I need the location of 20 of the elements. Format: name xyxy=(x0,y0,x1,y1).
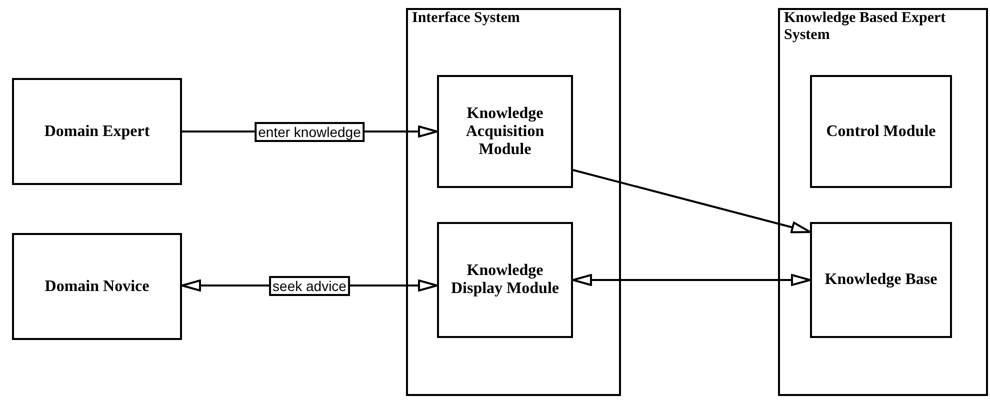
module-label: Domain Expert xyxy=(43,122,151,140)
arrow xyxy=(572,169,811,234)
module-label: Knowledge Base xyxy=(824,271,938,289)
group-title: Interface System xyxy=(412,10,521,27)
module-label: Knowledge Display Module xyxy=(450,262,560,298)
module-label: Control Module xyxy=(825,122,937,140)
module-box xyxy=(12,233,182,340)
module-box xyxy=(12,78,182,185)
group-title: Knowledge Based Expert System xyxy=(784,10,947,44)
module-box xyxy=(437,75,573,188)
module-box xyxy=(437,222,573,338)
module-label: Domain Novice xyxy=(44,278,150,296)
module-label: Knowledge Acquisition Module xyxy=(464,104,546,158)
edge-label: seek advice xyxy=(268,276,350,296)
module-box xyxy=(810,222,952,338)
module-box xyxy=(810,75,952,188)
group-box xyxy=(778,8,988,396)
group-box xyxy=(406,8,621,396)
edge-label: enter knowledge xyxy=(254,122,365,142)
arrow xyxy=(572,274,811,286)
